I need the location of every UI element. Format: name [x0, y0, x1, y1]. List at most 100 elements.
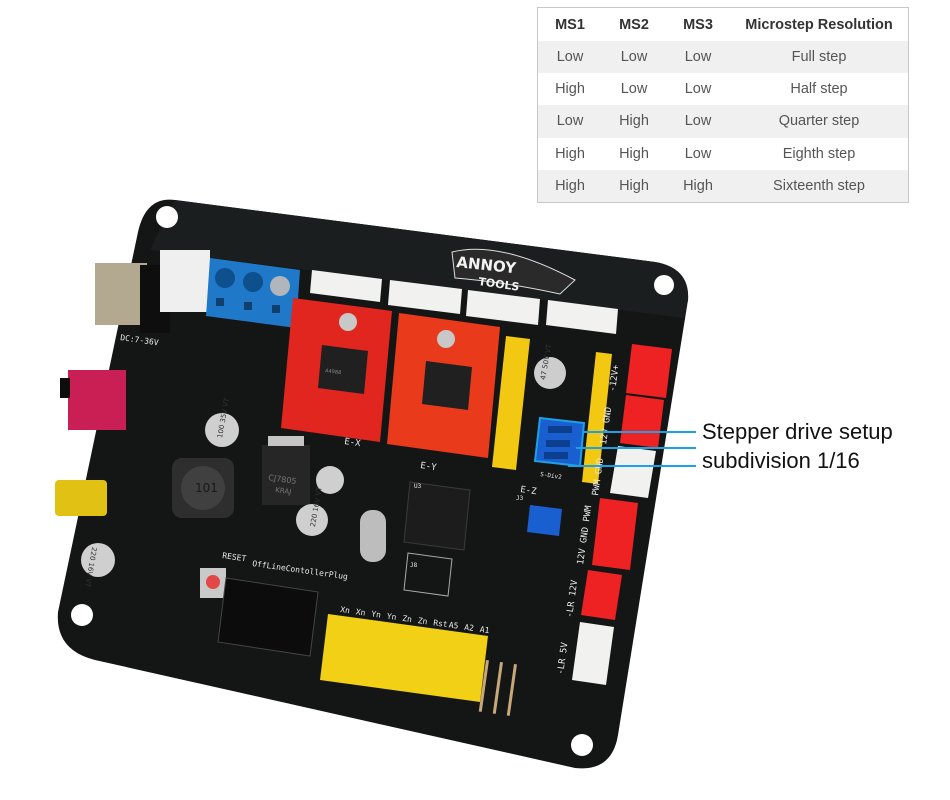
- driver-chip: [422, 361, 472, 410]
- table-row: High High High Sixteenth step: [537, 169, 909, 203]
- cell-ms1: High: [537, 73, 602, 106]
- inductor-label: 101: [195, 481, 218, 495]
- connector-lr-5v: [572, 622, 614, 685]
- cell-resolution: Sixteenth step: [730, 169, 909, 203]
- table-header-row: MS1 MS2 MS3 Microstep Resolution: [537, 7, 909, 41]
- mcu-label: U3: [414, 483, 422, 490]
- cell-ms2: High: [602, 105, 666, 138]
- annotation-callout-lines: [568, 431, 696, 467]
- mini-usb-port[interactable]: [55, 480, 107, 516]
- cell-resolution: Eighth step: [730, 137, 909, 170]
- cell-resolution: Quarter step: [730, 105, 909, 138]
- header-ms1: MS1: [537, 7, 602, 41]
- microcontroller: [403, 481, 471, 551]
- male-pins: [478, 660, 517, 716]
- regulator-sub-label: KRAJ: [275, 486, 292, 496]
- j3-label: J3: [516, 495, 524, 502]
- cell-ms1: High: [537, 169, 602, 203]
- connector-lr-12v: [581, 570, 622, 620]
- connector-pwm-gnd: [610, 446, 656, 498]
- table-row: Low Low Low Full step: [537, 41, 909, 74]
- cell-ms1: Low: [537, 41, 602, 74]
- header-ms2: MS2: [602, 7, 666, 41]
- header-pin-label: A2: [464, 623, 475, 633]
- header-right-yellow: [582, 352, 612, 484]
- driver-chip: [318, 345, 368, 394]
- j8-label: J8: [410, 562, 418, 569]
- header-z-driver: [492, 336, 530, 470]
- regulator-label: CJ7805: [268, 473, 297, 486]
- isp-header-j8: [403, 552, 453, 597]
- reset-label: RESET: [222, 551, 247, 563]
- axis-x-label: E-X: [344, 437, 362, 449]
- cell-ms3: Low: [666, 41, 730, 74]
- cell-resolution: Half step: [730, 73, 909, 106]
- stepper-driver-x: A4988: [281, 298, 392, 442]
- connector-12v-plus: [626, 344, 672, 398]
- table-row: Low High Low Quarter step: [537, 105, 909, 138]
- label-lr-5v: -LR 5V: [556, 641, 571, 675]
- table-row: High Low Low Half step: [537, 73, 909, 106]
- screw-terminal: [206, 258, 300, 328]
- capacitor-220uf-b: [296, 504, 328, 536]
- driver-chip-label: A4988: [325, 368, 342, 376]
- capacitor-47uf: [534, 357, 566, 389]
- axis-z-label: E-Z: [520, 485, 538, 497]
- potentiometer: [437, 330, 455, 348]
- annoy-tools-logo: ANNOY TOOLS: [451, 248, 576, 295]
- reset-button[interactable]: [200, 568, 226, 598]
- voltage-regulator: CJ7805 KRAJ: [262, 436, 310, 505]
- mounting-hole: [571, 734, 593, 756]
- cell-ms3: Low: [666, 137, 730, 170]
- header-pin-label: A5: [448, 620, 459, 630]
- jumper-label: S-Div2: [540, 471, 563, 481]
- mounting-hole: [71, 604, 93, 626]
- header-pin-label: Rst: [433, 618, 449, 629]
- header-ms3: MS3: [666, 7, 730, 41]
- cell-ms3: Low: [666, 105, 730, 138]
- cell-ms2: High: [602, 137, 666, 170]
- capacitor-220uf-a: [316, 466, 344, 494]
- motor-connectors: [310, 270, 618, 334]
- power-connector-white: [160, 250, 210, 312]
- offline-controller-plug: [217, 577, 319, 657]
- cell-ms1: Low: [537, 105, 602, 138]
- cell-ms2: High: [602, 169, 666, 203]
- jumper-j3: [527, 505, 562, 536]
- cell-ms2: Low: [602, 73, 666, 106]
- dc-power-jack: [95, 263, 170, 333]
- mounting-hole: [654, 275, 674, 295]
- logo-bottom-text: TOOLS: [478, 275, 521, 294]
- potentiometer: [339, 313, 357, 331]
- power-switch[interactable]: [60, 370, 126, 430]
- header-pin-label: Zn: [417, 616, 428, 626]
- header-pin-label: Zn: [402, 614, 413, 624]
- table-row: High High Low Eighth step: [537, 137, 909, 170]
- cell-ms1: High: [537, 137, 602, 170]
- microstep-table: MS1 MS2 MS3 Microstep Resolution Low Low…: [537, 7, 909, 203]
- annotation-subdivision: subdivision 1/16: [702, 448, 860, 473]
- annotation-stepper-setup: Stepper drive setup: [702, 419, 893, 444]
- connector-12v-gnd-pwm: [592, 498, 638, 570]
- cell-ms3: High: [666, 169, 730, 203]
- cell-ms3: Low: [666, 73, 730, 106]
- mounting-hole: [156, 206, 178, 228]
- crystal: [360, 510, 386, 562]
- cell-resolution: Full step: [730, 41, 909, 74]
- connector-12v-gnd: [620, 395, 664, 448]
- capacitor-220uf-c: [81, 543, 115, 577]
- header-pin-label: Xn: [340, 605, 351, 615]
- microstep-jumpers: [533, 416, 586, 468]
- header-pin-label: A1: [479, 625, 490, 635]
- header-pin-label: Yn: [371, 609, 382, 619]
- label-12v-plus: -12V+: [608, 364, 622, 393]
- header-pin-label: Xn: [355, 607, 366, 617]
- header-resolution: Microstep Resolution: [730, 7, 909, 41]
- yellow-pin-header: [320, 614, 488, 702]
- stepper-driver-y: [387, 313, 500, 458]
- axis-y-label: E-Y: [420, 461, 438, 473]
- header-pin-label: Yn: [386, 612, 397, 622]
- capacitor-100uf: [205, 413, 239, 447]
